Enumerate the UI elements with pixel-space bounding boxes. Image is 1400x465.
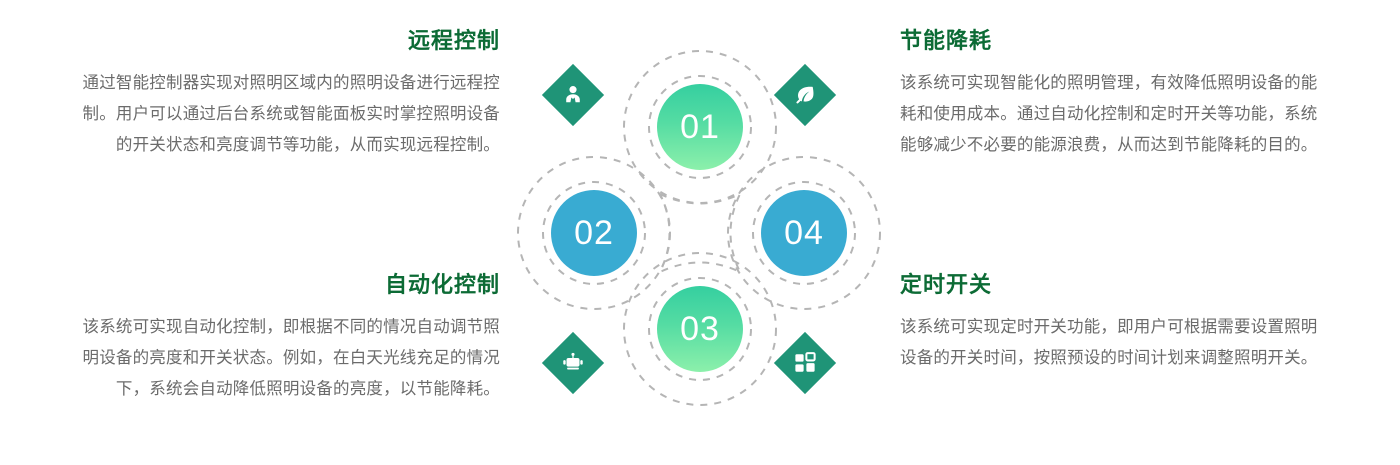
dash-petal-node-02	[517, 156, 671, 310]
icon-badge-top-left[interactable]	[541, 63, 605, 127]
dash-ring-node-03	[648, 277, 752, 381]
node-number-02: 02	[574, 213, 614, 252]
dashed-ring-graphic	[517, 50, 881, 406]
feature-block-remote-control: 远程控制 通过智能控制器实现对照明区域内的照明设备进行远程控制。用户可以通过后台…	[80, 28, 500, 161]
dash-petal-node-01	[623, 50, 777, 204]
dash-ring-node-04	[752, 181, 856, 285]
feature-title-remote-control: 远程控制	[407, 28, 500, 53]
node-number-04: 04	[784, 213, 824, 252]
feature-title-automation-control: 自动化控制	[384, 272, 500, 297]
user-tie-icon	[561, 83, 585, 107]
node-circle-01[interactable]: 01	[657, 84, 743, 170]
dash-center-squircle	[657, 191, 743, 275]
feature-body-energy-saving: 该系统可实现智能化的照明管理，有效降低照明设备的能耗和使用成本。通过自动化控制和…	[900, 74, 1318, 155]
feature-body-timer-switch: 该系统可实现定时开关功能，即用户可根据需要设置照明设备的开关时间，按照预设的时间…	[900, 318, 1318, 368]
feature-title-energy-saving: 节能降耗	[900, 28, 993, 53]
feature-title-timer-switch: 定时开关	[900, 272, 993, 297]
robot-icon	[561, 351, 585, 375]
center-diagram: 01 02 03 04	[500, 8, 900, 458]
node-circle-03[interactable]: 03	[657, 286, 743, 372]
feature-block-timer-switch: 定时开关 该系统可实现定时开关功能，即用户可根据需要设置照明设备的开关时间，按照…	[900, 272, 1320, 374]
feature-block-energy-saving: 节能降耗 该系统可实现智能化的照明管理，有效降低照明设备的能耗和使用成本。通过自…	[900, 28, 1320, 161]
node-circle-04[interactable]: 04	[761, 190, 847, 276]
feature-block-automation-control: 自动化控制 该系统可实现自动化控制，即根据不同的情况自动调节照明设备的亮度和开关…	[80, 272, 500, 405]
dash-petal-node-03	[623, 252, 777, 406]
dash-ring-node-01	[648, 75, 752, 179]
grid-apps-icon	[793, 351, 817, 375]
icon-badge-bottom-left[interactable]	[541, 331, 605, 395]
node-number-03: 03	[680, 309, 720, 348]
leaf-icon	[793, 83, 817, 107]
node-circle-02[interactable]: 02	[551, 190, 637, 276]
dash-petal-node-04	[727, 156, 881, 310]
dash-ring-node-02	[542, 181, 646, 285]
icon-badge-bottom-right[interactable]	[773, 331, 837, 395]
node-number-01: 01	[680, 107, 720, 146]
icon-badge-top-right[interactable]	[773, 63, 837, 127]
feature-body-automation-control: 该系统可实现自动化控制，即根据不同的情况自动调节照明设备的亮度和开关状态。例如，…	[82, 318, 500, 399]
feature-body-remote-control: 通过智能控制器实现对照明区域内的照明设备进行远程控制。用户可以通过后台系统或智能…	[82, 74, 500, 155]
